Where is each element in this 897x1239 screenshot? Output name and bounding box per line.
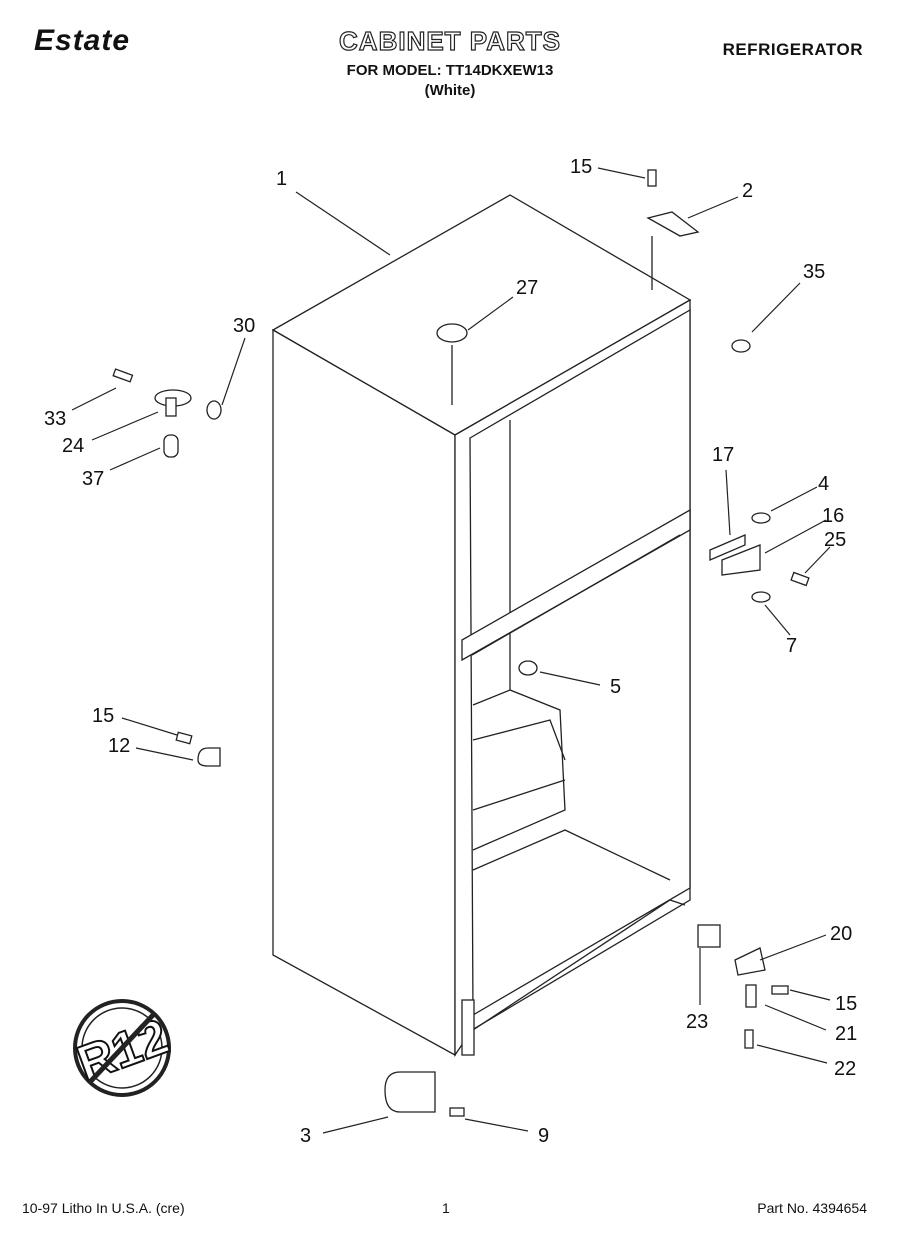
page-number: 1 [442, 1200, 450, 1216]
leader-lines [71, 167, 831, 1134]
callout-label: 1 [276, 168, 287, 190]
side-clip [175, 731, 221, 767]
model-line: FOR MODEL: TT14DKXEW13 [346, 62, 554, 79]
callout-labels: 1 2 3 4 5 7 9 12 15 15 15 16 17 20 21 22… [44, 156, 857, 1147]
leveling-leg [384, 1071, 465, 1117]
callout-label: 17 [712, 444, 734, 466]
r12-prohibited-badge: R12 [69, 999, 176, 1097]
callout-label: 2 [742, 180, 753, 202]
print-info: 10-97 Litho In U.S.A. (cre) [22, 1200, 185, 1216]
top-hinge-bracket [646, 169, 751, 353]
bottom-hinge [697, 924, 789, 1049]
product-type: REFRIGERATOR [722, 40, 863, 59]
callout-label: 22 [834, 1058, 856, 1080]
callout-label: 15 [92, 705, 114, 727]
callout-label: 33 [44, 408, 66, 430]
callout-label: 24 [62, 435, 84, 457]
part-number: Part No. 4394654 [757, 1200, 867, 1216]
callout-label: 30 [233, 315, 255, 337]
callout-label: 12 [108, 735, 130, 757]
callout-label: 15 [570, 156, 592, 178]
callout-label: 5 [610, 676, 621, 698]
center-hinge [518, 512, 810, 676]
page-title: CABINET PARTS [338, 25, 561, 56]
hinge-assembly-top-left [112, 368, 222, 458]
color-note: (White) [424, 82, 476, 99]
cabinet-body [271, 194, 692, 1058]
callout-label: 15 [835, 993, 857, 1015]
callout-label: 7 [786, 635, 797, 657]
callout-label: 3 [300, 1125, 311, 1147]
callout-label: 35 [803, 261, 825, 283]
callout-label: 16 [822, 505, 844, 527]
callout-label: 4 [818, 473, 829, 495]
callout-label: 27 [516, 277, 538, 299]
callout-label: 9 [538, 1125, 549, 1147]
callout-label: 21 [835, 1023, 857, 1045]
callout-label: 23 [686, 1011, 708, 1033]
callout-label: 20 [830, 923, 852, 945]
brand-logo: Estate [34, 24, 131, 57]
cabinet-top-plug [436, 323, 468, 405]
callout-label: 25 [824, 529, 846, 551]
callout-label: 37 [82, 468, 104, 490]
